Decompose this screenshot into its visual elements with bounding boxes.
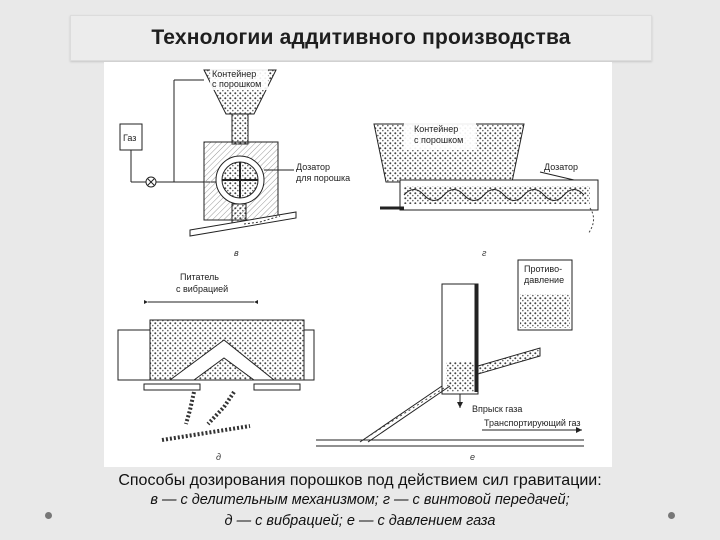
- gas-injection-label: Впрыск газа: [472, 404, 522, 414]
- powder-dosing-figure: Газ Контейнер с порошком: [104, 62, 612, 467]
- screw-dispenser-label: Дозатор: [544, 162, 578, 172]
- feeder-label-line2: с вибрацией: [176, 284, 228, 294]
- panel-d-letter: д: [216, 452, 221, 462]
- counterpressure-label-line2: давление: [524, 275, 564, 285]
- panel-g-screw-transmission: Контейнер с порошком Дозатор г: [373, 120, 599, 258]
- feeder-label-line1: Питатель: [180, 272, 219, 282]
- panel-v-divider-mechanism: Газ Контейнер с порошком: [119, 68, 350, 258]
- panel-e-letter: е: [470, 452, 475, 462]
- decorative-dot-left: [45, 512, 52, 519]
- caption-subline-1: в — с делительным механизмом; г — с винт…: [150, 492, 570, 508]
- slide-title-bar: Технологии аддитивного производства: [70, 15, 652, 61]
- caption-subline-2: д — с вибрацией; е — с давлением газа: [224, 513, 496, 529]
- slide-title: Технологии аддитивного производства: [151, 26, 571, 49]
- container-label-line2: с порошком: [212, 79, 261, 89]
- gas-label: Газ: [123, 133, 136, 143]
- decorative-dot-right: [668, 512, 675, 519]
- dispenser-label-line2: для порошка: [296, 173, 350, 183]
- panel-e-gas-pressure: Впрыск газа Противо- давление Транспорти…: [316, 259, 584, 462]
- screw-container-label-line2: с порошком: [414, 135, 463, 145]
- panel-g-letter: г: [482, 248, 487, 258]
- figure-caption: Способы дозирования порошков под действи…: [0, 470, 720, 532]
- caption-main: Способы дозирования порошков под действи…: [118, 472, 602, 489]
- panel-v-letter: в: [234, 248, 239, 258]
- screw-container-label-line1: Контейнер: [414, 124, 458, 134]
- dispenser-label-line1: Дозатор: [296, 162, 330, 172]
- panel-d-vibration: Питатель с вибрацией д: [117, 272, 315, 462]
- counterpressure-label-line1: Противо-: [524, 264, 562, 274]
- dosing-diagram: Газ Контейнер с порошком: [117, 68, 599, 462]
- screw-auger: [403, 189, 585, 201]
- container-label-line1: Контейнер: [212, 69, 256, 79]
- transport-gas-label: Транспортирующий газ: [484, 418, 581, 428]
